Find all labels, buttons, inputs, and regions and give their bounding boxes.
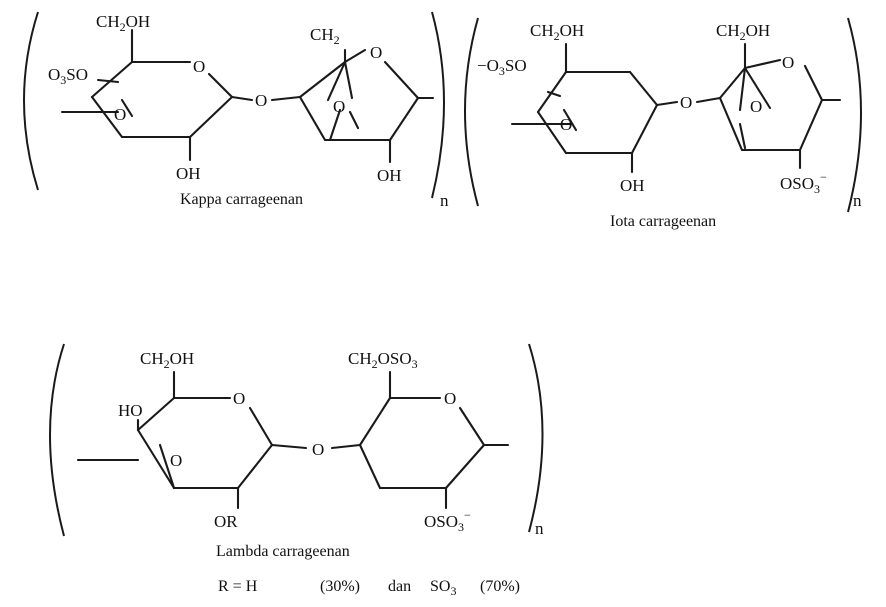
kappa-anhydro-ring [270,48,435,164]
kappa-left-bracket [23,11,39,191]
lambda-repeat-n: n [535,519,544,538]
lambda-galactose-ring [76,370,308,510]
lambda-label-ring-o1: O [233,389,245,408]
kappa-carrageenan-structure: CH2OH CH2 O3SO O O O O O OH OH Kappa car… [23,11,449,210]
kappa-label-ch2: CH2 [310,25,340,47]
lambda-right-bracket [528,343,544,533]
iota-label-ch2oh-a: CH2OH [530,21,584,43]
lambda-label-inner-o: O [170,451,182,470]
iota-label-bridge-o2: O [750,97,762,116]
lambda-left-bracket [49,343,65,537]
iota-anhydro-ring [695,42,842,170]
kappa-name: Kappa carrageenan [180,191,303,208]
lambda-label-ch2oso3: CH2OSO3 [348,349,418,371]
iota-right-bracket [847,17,862,213]
lambda-label-ho: HO [118,401,143,420]
kappa-label-oh1: OH [176,164,201,183]
lambda-label-link-o: O [312,440,324,459]
kappa-galactose-ring [60,28,254,162]
iota-left-bracket [464,17,479,207]
kappa-label-anhydro-o: O [333,97,345,116]
iota-name: Iota carrageenan [610,213,716,230]
kappa-label-ring-o2: O [370,43,382,62]
iota-label-link-o: O [680,93,692,112]
lambda-label-ch2oh: CH2OH [140,349,194,371]
iota-label-oso3: OSO3− [780,170,827,196]
kappa-label-o3so: O3SO [48,65,88,87]
iota-label-bridge-o1: O [560,115,572,134]
lambda-name: Lambda carrageenan [216,543,350,560]
iota-label-ch2oh-b: CH2OH [716,21,770,43]
kappa-label-link-o: O [255,91,267,110]
lambda-label-oso3: OSO3− [424,508,471,534]
kappa-repeat-n: n [440,191,449,210]
lambda-composition-note: R = H (30%) dan SO3 (70%) [218,578,520,599]
iota-label-ring-o: O [782,53,794,72]
lambda-carrageenan-structure: CH2OH CH2OSO3 HO O O O O OR OSO3− Lambda… [49,343,544,599]
lambda-second-ring [330,370,510,510]
iota-repeat-n: n [853,191,862,210]
iota-label-oh: OH [620,176,645,195]
lambda-label-ring-o2: O [444,389,456,408]
iota-label-o3so: −O3SO [477,56,527,78]
kappa-label-bridge-o: O [114,105,126,124]
kappa-label-ch2oh: CH2OH [96,12,150,34]
kappa-right-bracket [431,11,445,199]
iota-galactose-ring [510,42,679,174]
lambda-label-or: OR [214,512,238,531]
iota-carrageenan-structure: −O3SO CH2OH CH2OH O O O O OH OSO3− Iota … [464,17,862,230]
kappa-label-ring-o1: O [193,57,205,76]
kappa-label-oh2: OH [377,166,402,185]
